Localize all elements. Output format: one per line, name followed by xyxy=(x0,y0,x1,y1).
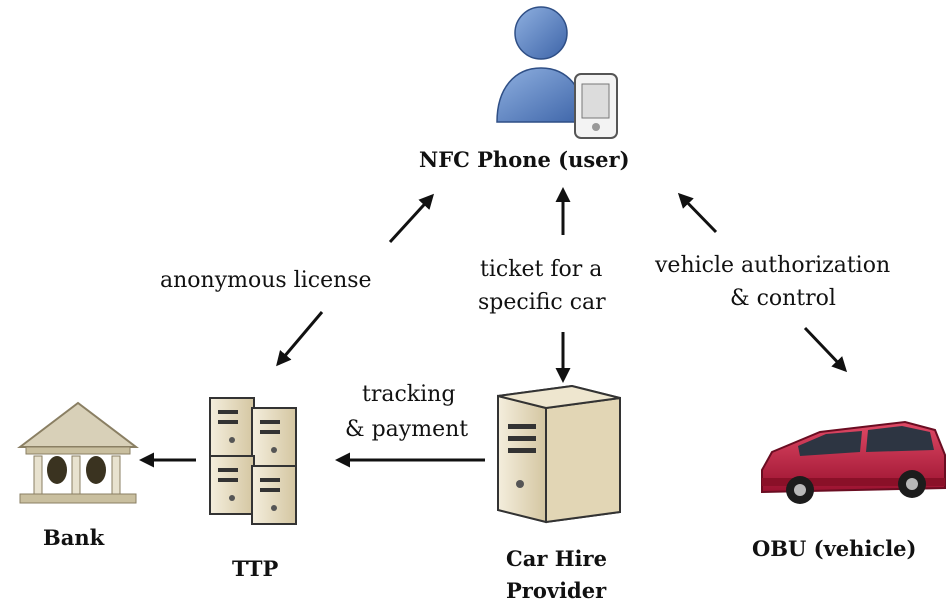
license-label: anonymous license xyxy=(160,268,372,293)
ttp-label: TTP xyxy=(232,556,279,581)
user-phone-icon xyxy=(496,6,618,139)
phone-label: NFC Phone (user) xyxy=(419,147,630,172)
ticket-label-line1: ticket for a xyxy=(480,257,603,282)
authorization-label-line2: & control xyxy=(730,286,836,311)
provider-label-line1: Car Hire xyxy=(506,546,607,571)
arrow-ttp-to-phone xyxy=(388,193,435,244)
ticket-label-line2: specific car xyxy=(478,290,606,315)
vehicle-van-icon xyxy=(761,420,946,504)
tracking-label-line2: & payment xyxy=(345,417,469,442)
arrow-auth-to-phone xyxy=(677,192,718,234)
provider-server-icon xyxy=(497,384,621,524)
ttp-servers-icon xyxy=(209,397,297,525)
tracking-label-line1: tracking xyxy=(362,382,456,407)
authorization-label-line1: vehicle authorization xyxy=(655,253,891,278)
bank-label: Bank xyxy=(43,525,105,550)
arrow-license-to-ttp xyxy=(276,311,324,367)
bank-icon xyxy=(17,401,139,504)
provider-label-line2: Provider xyxy=(506,578,607,603)
arrow-auth-to-vehicle xyxy=(803,326,848,373)
obu-label: OBU (vehicle) xyxy=(752,536,917,561)
